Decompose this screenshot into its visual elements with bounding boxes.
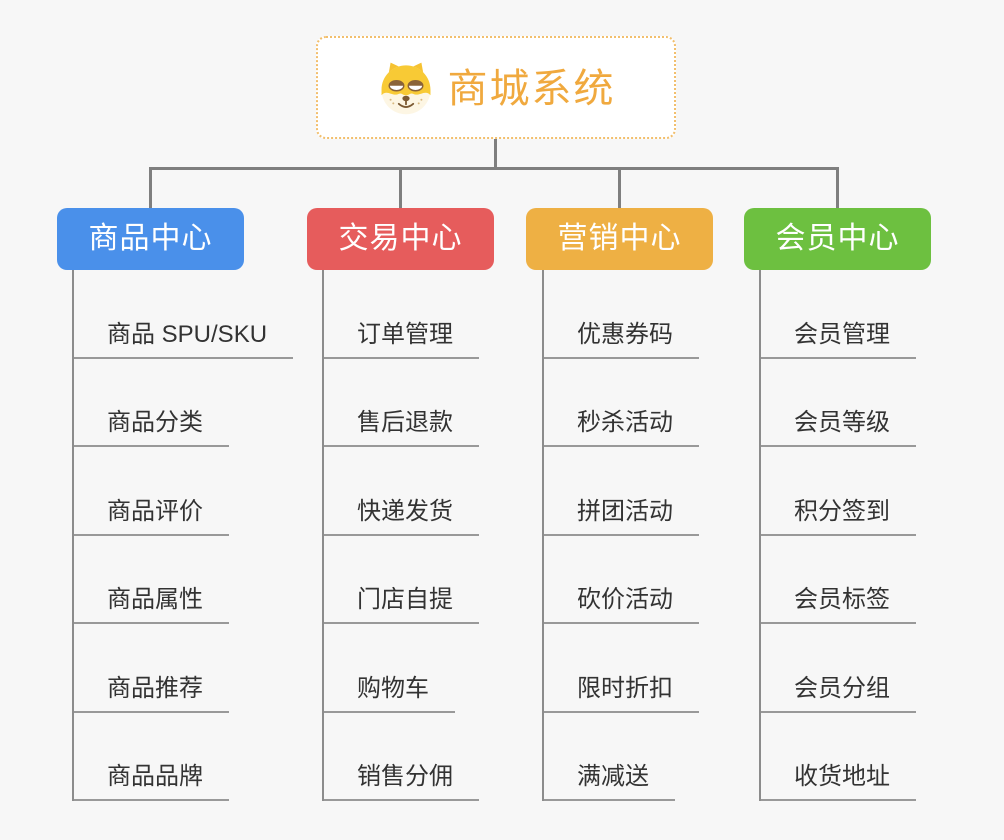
child-node[interactable]: 销售分佣 — [324, 763, 479, 801]
connector-root-stub — [494, 139, 497, 169]
child-node[interactable]: 商品 SPU/SKU — [74, 321, 294, 359]
connector-drop-member — [836, 167, 839, 208]
child-node[interactable]: 快递发货 — [324, 498, 479, 536]
connector-drop-trade — [399, 167, 402, 208]
child-row: 拼团活动 — [544, 447, 699, 536]
branch-children-product-center: 商品 SPU/SKU 商品分类 商品评价 商品属性 商品推荐 商品品牌 — [72, 270, 294, 801]
child-row: 商品推荐 — [74, 624, 293, 713]
child-row: 会员分组 — [761, 624, 916, 713]
child-row: 会员等级 — [761, 359, 916, 447]
root-node[interactable]: 商城系统 — [316, 36, 676, 139]
child-row: 快递发货 — [324, 447, 479, 536]
child-row: 优惠券码 — [544, 270, 699, 359]
child-row: 商品属性 — [74, 536, 293, 624]
branch-header-product-center[interactable]: 商品中心 — [57, 208, 244, 270]
connector-trunk — [149, 167, 839, 170]
child-node[interactable]: 积分签到 — [761, 498, 916, 536]
child-node[interactable]: 会员等级 — [761, 409, 916, 447]
branch-children-marketing-center: 优惠券码 秒杀活动 拼团活动 砍价活动 限时折扣 满减送 — [542, 270, 699, 801]
child-row: 销售分佣 — [324, 713, 479, 801]
connector-drop-marketing — [618, 167, 621, 208]
child-row: 售后退款 — [324, 359, 479, 447]
child-node[interactable]: 会员分组 — [761, 675, 916, 713]
branch-children-member-center: 会员管理 会员等级 积分签到 会员标签 会员分组 收货地址 — [759, 270, 916, 801]
child-node[interactable]: 售后退款 — [324, 409, 479, 447]
child-node[interactable]: 订单管理 — [324, 321, 479, 359]
branch-header-member-center[interactable]: 会员中心 — [744, 208, 931, 270]
child-node[interactable]: 购物车 — [324, 675, 455, 713]
child-row: 购物车 — [324, 624, 479, 713]
child-row: 订单管理 — [324, 270, 479, 359]
child-row: 商品 SPU/SKU — [74, 270, 294, 359]
child-row: 积分签到 — [761, 447, 916, 536]
child-node[interactable]: 商品分类 — [74, 409, 229, 447]
child-node[interactable]: 满减送 — [544, 763, 675, 801]
child-row: 商品评价 — [74, 447, 293, 536]
child-node[interactable]: 会员管理 — [761, 321, 916, 359]
child-row: 限时折扣 — [544, 624, 699, 713]
child-node[interactable]: 秒杀活动 — [544, 409, 699, 447]
child-row: 会员标签 — [761, 536, 916, 624]
child-row: 商品分类 — [74, 359, 293, 447]
child-row: 商品品牌 — [74, 713, 293, 801]
child-node[interactable]: 限时折扣 — [544, 675, 699, 713]
child-row: 会员管理 — [761, 270, 916, 359]
root-node-label: 商城系统 — [447, 66, 616, 111]
child-node[interactable]: 商品属性 — [74, 586, 229, 624]
child-node[interactable]: 商品品牌 — [74, 763, 229, 801]
branch-header-trade-center[interactable]: 交易中心 — [307, 208, 494, 270]
child-row: 秒杀活动 — [544, 359, 699, 447]
child-row: 砍价活动 — [544, 536, 699, 624]
child-node[interactable]: 收货地址 — [761, 763, 916, 801]
branch-children-trade-center: 订单管理 售后退款 快递发货 门店自提 购物车 销售分佣 — [322, 270, 479, 801]
child-node[interactable]: 商品评价 — [74, 498, 229, 536]
child-row: 门店自提 — [324, 536, 479, 624]
dog-face-icon — [377, 59, 435, 117]
child-node[interactable]: 会员标签 — [761, 586, 916, 624]
connector-drop-product — [149, 167, 152, 208]
branch-header-marketing-center[interactable]: 营销中心 — [526, 208, 713, 270]
child-node[interactable]: 优惠券码 — [544, 321, 699, 359]
child-node[interactable]: 商品推荐 — [74, 675, 229, 713]
child-row: 收货地址 — [761, 713, 916, 801]
child-node[interactable]: 门店自提 — [324, 586, 479, 624]
child-node[interactable]: 砍价活动 — [544, 586, 699, 624]
child-node[interactable]: 拼团活动 — [544, 498, 699, 536]
child-row: 满减送 — [544, 713, 699, 801]
